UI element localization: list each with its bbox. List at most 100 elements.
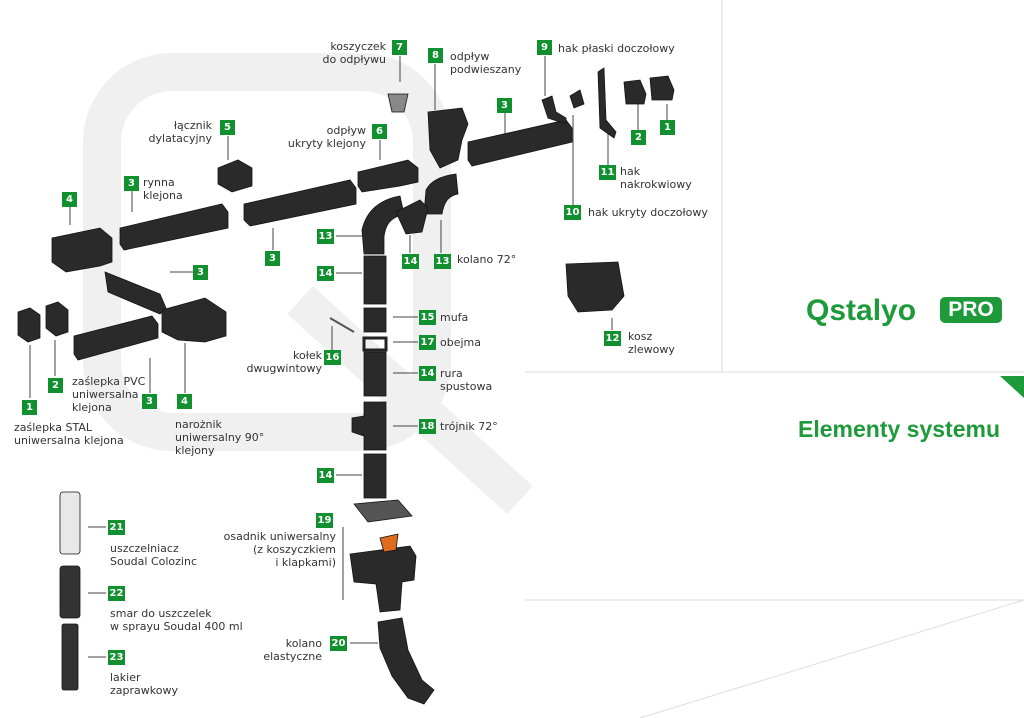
sealant — [59, 491, 81, 555]
corner-triangle — [1000, 376, 1024, 398]
gutter-1 — [119, 203, 229, 251]
badge-3c: 3 — [193, 265, 208, 280]
panel-lines — [525, 0, 1024, 718]
label-11: hak nakrokwiowy — [620, 165, 692, 191]
corner-left — [51, 227, 113, 273]
grate — [353, 499, 413, 523]
badge-3e: 3 — [497, 98, 512, 113]
badge-18: 18 — [419, 419, 436, 434]
badge-4b: 4 — [177, 394, 192, 409]
badge-7: 7 — [392, 40, 407, 55]
tee — [351, 401, 387, 451]
badge-1: 1 — [22, 400, 37, 415]
label-20: kolano elastyczne — [263, 637, 322, 663]
label-6: odpływ ukryty klejony — [287, 124, 366, 150]
label-1: zaślepka STAL uniwersalna klejona — [14, 421, 124, 447]
gutter-5 — [467, 119, 573, 167]
hook-flat — [541, 95, 567, 125]
gutter-4 — [73, 315, 159, 361]
gutter-3 — [104, 271, 167, 315]
label-17: obejma — [440, 336, 481, 349]
end-cap-pvc — [45, 301, 69, 337]
label-12: kosz zlewowy — [628, 330, 675, 356]
page-title: Elementy systemu — [798, 416, 1000, 442]
badge-22: 22 — [108, 586, 125, 601]
elbow-14 — [395, 199, 429, 235]
badge-8: 8 — [428, 48, 443, 63]
paint-pen — [61, 623, 79, 691]
label-22: smar do uszczelek w sprayu Soudal 400 ml — [110, 607, 243, 633]
badge-3b: 3 — [265, 251, 280, 266]
badge-5: 5 — [220, 120, 235, 135]
badge-14a: 14 — [317, 266, 334, 281]
badge-20: 20 — [330, 636, 347, 651]
logo-badge: PRO — [940, 297, 1002, 323]
trap-body — [349, 545, 417, 613]
spray — [59, 565, 81, 619]
gutter-2 — [243, 179, 357, 227]
basket — [387, 93, 409, 113]
label-19: osadnik uniwersalny (z koszyczkiem i kla… — [223, 530, 336, 569]
badge-21: 21 — [108, 520, 125, 535]
products — [17, 67, 675, 705]
label-16: kołek dwugwintowy — [246, 349, 322, 375]
mesh-basket — [379, 533, 399, 553]
label-23: lakier zaprawkowy — [110, 671, 178, 697]
badge-13b: 13 — [434, 254, 451, 269]
label-14: rura spustowa — [440, 367, 493, 393]
pipe-2 — [363, 351, 387, 397]
label-2: zaślepka PVC uniwersalna klejona — [72, 375, 146, 414]
label-8: odpływ podwieszany — [450, 50, 522, 76]
funnel-box — [565, 261, 625, 313]
label-15: mufa — [440, 311, 469, 324]
badge-3a: 3 — [124, 176, 139, 191]
label-3: rynna klejona — [143, 176, 183, 202]
hook-rafter — [597, 67, 617, 139]
elbow-13-a — [361, 195, 405, 255]
joint — [217, 159, 253, 193]
badge-23: 23 — [108, 650, 125, 665]
badge-13a: 13 — [317, 229, 334, 244]
badge-14c: 14 — [419, 366, 436, 381]
label-5: łącznik dylatacyjny — [148, 119, 212, 145]
dowel — [329, 317, 355, 333]
label-10: hak ukryty doczołowy — [588, 206, 708, 219]
cap-right-2 — [623, 79, 647, 105]
clamp — [362, 336, 388, 352]
hanging-outlet — [427, 107, 469, 169]
end-cap-stal — [17, 307, 41, 343]
badge-1-right: 1 — [660, 120, 675, 135]
badge-14b: 14 — [402, 254, 419, 269]
label-13: kolano 72° — [457, 253, 517, 266]
label-21: uszczelniacz Soudal Colozinc — [110, 542, 198, 568]
corner-bottom — [161, 297, 227, 343]
brand-logo: Qstalyo PRO — [806, 295, 1002, 327]
badge-11: 11 — [599, 165, 616, 180]
cap-right-1 — [649, 75, 675, 101]
badge-6: 6 — [372, 124, 387, 139]
hook-hidden — [569, 89, 585, 109]
label-4: narożnik uniwersalny 90° klejony — [175, 418, 265, 457]
elbow-13-b — [423, 173, 459, 215]
logo-text: Qstalyo — [806, 294, 917, 327]
label-9: hak płaski doczołowy — [558, 42, 675, 55]
pipe-1 — [363, 255, 387, 305]
badge-10: 10 — [564, 205, 581, 220]
badge-19: 19 — [316, 513, 333, 528]
badge-16: 16 — [324, 350, 341, 365]
badge-2-right: 2 — [631, 130, 646, 145]
label-7: koszyczek do odpływu — [322, 40, 386, 66]
hidden-outlet — [357, 159, 419, 193]
badge-4a: 4 — [62, 192, 77, 207]
pipe-3 — [363, 453, 387, 499]
flex-elbow — [377, 617, 435, 705]
badge-12: 12 — [604, 331, 621, 346]
label-18: trójnik 72° — [440, 420, 498, 433]
socket — [363, 307, 387, 333]
badge-14d: 14 — [317, 468, 334, 483]
badge-2: 2 — [48, 378, 63, 393]
badge-3d: 3 — [142, 394, 157, 409]
badge-9: 9 — [537, 40, 552, 55]
badge-15: 15 — [419, 310, 436, 325]
